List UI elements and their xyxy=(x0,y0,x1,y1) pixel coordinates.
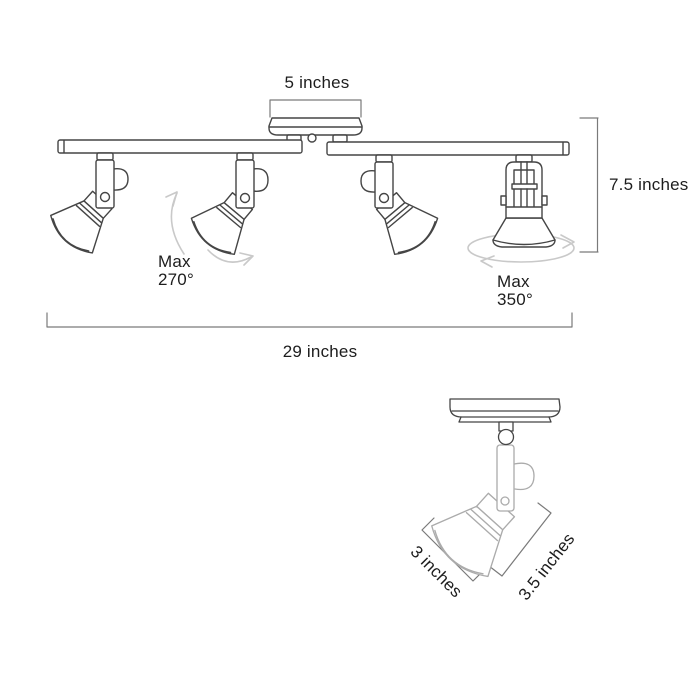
spotlight-head-4 xyxy=(492,154,556,248)
detail-spotlight xyxy=(422,398,561,587)
dimension-canopy-width xyxy=(269,99,362,118)
fixture-height-label: 7.5 inches xyxy=(609,175,689,194)
spotlight-head-1 xyxy=(44,152,129,261)
detail-shade-group xyxy=(422,444,535,587)
fixture-main xyxy=(44,117,570,262)
rotation-swivel-line1: Max xyxy=(497,272,530,291)
dimension-brackets xyxy=(46,99,599,582)
ceiling-canopy xyxy=(268,117,363,143)
dimension-track-length xyxy=(46,312,573,328)
track-length-label: 29 inches xyxy=(282,342,358,361)
rotation-swivel-line2: 350° xyxy=(497,290,533,309)
canopy-width-label: 5 inches xyxy=(284,73,350,92)
rotation-tilt-line2: 270° xyxy=(158,270,194,289)
detail-canopy-group xyxy=(449,398,561,446)
track-bar xyxy=(57,139,570,156)
dimension-fixture-height xyxy=(579,117,599,253)
rotation-swivel-label: Max 350° xyxy=(497,273,533,309)
rotation-tilt-label: Max 270° xyxy=(158,253,194,289)
rotation-arrow-270 xyxy=(165,191,254,266)
spotlight-head-2 xyxy=(184,152,269,262)
spotlight-head-3 xyxy=(360,154,445,262)
rotation-tilt-line1: Max xyxy=(158,252,191,271)
